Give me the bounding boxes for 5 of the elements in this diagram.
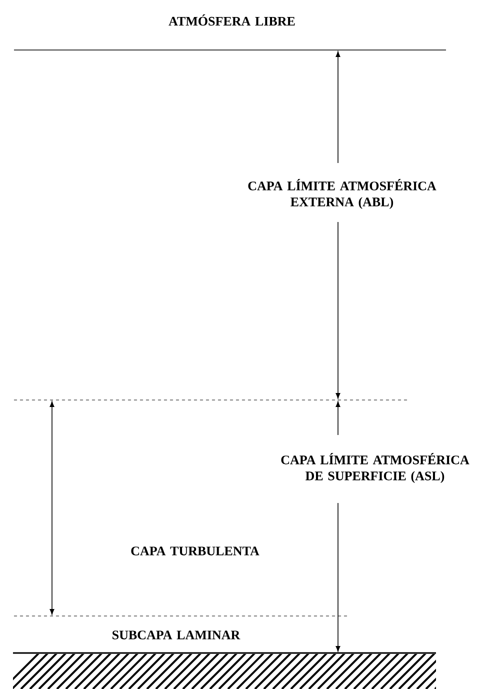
layer-label: ATMÓSFERA LIBRE (168, 14, 295, 26)
layer-label: SUBCAPA LAMINAR (112, 630, 240, 640)
layer-label: CAPA LÍMITE ATMOSFÉRICA EXTERNA (ABL) (248, 179, 436, 209)
layer-label: CAPA TURBULENTA (131, 546, 260, 556)
layer-label: CAPA LÍMITE ATMOSFÉRICA DE SUPERFICIE (ASL) (281, 453, 470, 483)
